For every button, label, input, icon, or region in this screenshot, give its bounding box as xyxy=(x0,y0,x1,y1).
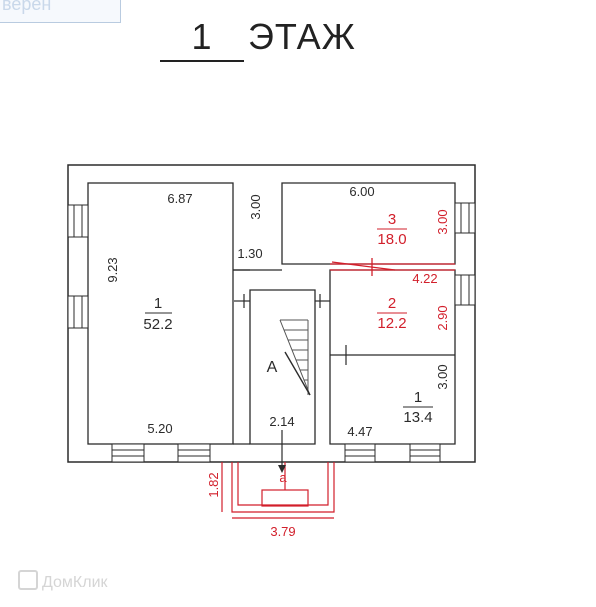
stair-steps xyxy=(279,319,311,396)
stamp-corner: верен xyxy=(0,0,121,23)
dim-6-87: 6.87 xyxy=(167,191,192,206)
floor-number: 1 xyxy=(160,16,244,62)
red-partition-3-2 xyxy=(330,258,455,276)
room-3-number: 3 xyxy=(388,211,396,228)
room-4-number: 1 xyxy=(414,389,422,406)
dim-1-82: 1.82 xyxy=(206,472,221,497)
window-bottom-2 xyxy=(177,443,211,463)
dim-3-79: 3.79 xyxy=(270,524,295,539)
room-4-area: 13.4 xyxy=(403,409,432,426)
stamp-text: верен xyxy=(2,0,52,14)
dim-6-00: 6.00 xyxy=(349,184,374,199)
dim-2-90: 2.90 xyxy=(435,305,450,330)
dim-5-20: 5.20 xyxy=(147,421,172,436)
dim-1-30: 1.30 xyxy=(237,246,262,261)
room-2-number: 2 xyxy=(388,295,396,312)
window-bottom-3 xyxy=(344,443,376,463)
room-1-number: 1 xyxy=(154,295,162,312)
dim-2-14: 2.14 xyxy=(269,414,294,429)
dim-3-00-b: 3.00 xyxy=(435,209,450,234)
window-right-2 xyxy=(454,274,476,306)
watermark-text: ДомКлик xyxy=(42,574,108,591)
stair-hall-outline xyxy=(249,289,316,445)
dim-9-23: 9.23 xyxy=(105,257,120,282)
stair-label: А xyxy=(267,359,278,376)
stair-arrow xyxy=(284,351,311,396)
porch-label: а xyxy=(279,470,287,485)
floor-label: ЭТАЖ xyxy=(248,16,356,57)
window-bottom-1 xyxy=(111,443,145,463)
dim-3-00-c: 3.00 xyxy=(435,364,450,389)
window-left-2 xyxy=(67,295,89,329)
dim-4-22: 4.22 xyxy=(412,271,437,286)
hall-wall-left xyxy=(233,269,250,445)
dim-3-00-a: 3.00 xyxy=(248,194,263,219)
watermark: ДомКлик xyxy=(18,570,108,592)
house-icon xyxy=(18,570,38,590)
window-left-1 xyxy=(67,204,89,238)
window-bottom-4 xyxy=(409,443,441,463)
room-3-area: 18.0 xyxy=(377,231,406,248)
entrance-arrow-head xyxy=(278,465,286,473)
dim-4-47: 4.47 xyxy=(347,424,372,439)
room-1-area: 52.2 xyxy=(143,316,172,333)
room-2-area: 12.2 xyxy=(377,315,406,332)
red-porch xyxy=(221,462,335,519)
window-right-1 xyxy=(454,202,476,234)
